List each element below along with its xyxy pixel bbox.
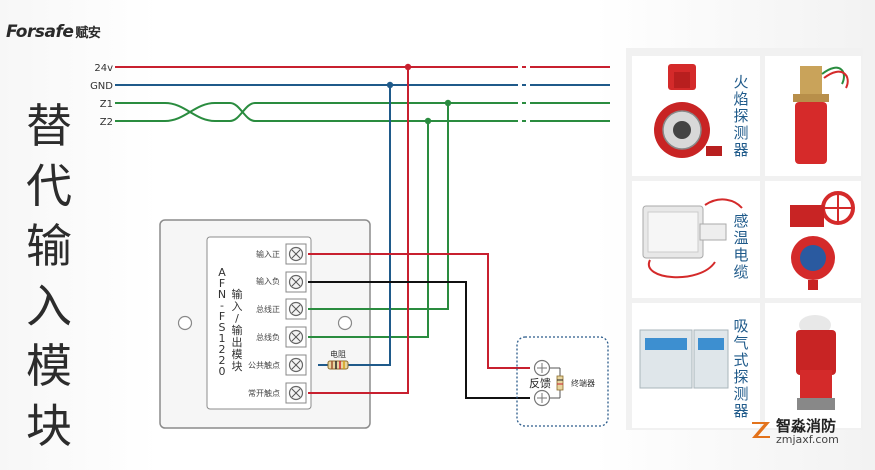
module-model-char: 2 [219,343,226,356]
bus-lines: 24v GND Z1 Z2 [90,63,610,128]
terminal-screw [285,326,307,348]
terminal-screw [285,354,307,376]
detector-valve-image [793,66,849,164]
io-module: A F N - F S 1 2 2 0 输 入 / 输 出 模 块 输入 [159,219,371,429]
title-char: 块 [26,399,72,453]
module-name-char: / [235,312,239,325]
product-panel: 火 焰 探 测 器 感 温 电 缆 吸 气 式 探 测 器 [626,48,863,430]
module-name-char: 入 [232,300,243,313]
terminal-screw [285,382,307,404]
wire-24v-normally-open [308,67,409,394]
module-model-char: 1 [219,332,226,345]
terminal-screw [285,271,307,293]
mounting-hole-right [337,315,353,331]
resistor-label: 电阻 [330,349,346,359]
aspirating-detector-image [639,329,729,389]
module-name-char: 输 [232,287,243,301]
product-label-char: 探 [733,107,748,125]
terminator-label: 终端器 [571,378,595,388]
bus-label-z2: Z2 [100,117,113,128]
terminal-label-input-negative: 输入负 [256,276,280,286]
module-model-char: F [219,277,225,290]
module-name-char: 块 [232,360,243,373]
product-label-char: 温 [733,229,748,247]
bus-label-z1: Z1 [100,99,113,110]
module-model-char: - [220,299,224,312]
bus-label-gnd: GND [90,81,113,92]
sprinkler-image [796,315,836,410]
product-label-char: 吸 [733,317,748,335]
title-char: 替 [26,99,72,153]
title-char: 模 [26,339,72,393]
module-model: A F N - F S 1 2 2 0 [218,266,226,378]
terminal-label-bus-positive: 总线正 [256,304,280,314]
product-label-heat-cable: 感 温 电 缆 [733,212,748,281]
page-title: 替 代 输 入 模 块 [14,96,84,456]
terminal-label-bus-negative: 总线负 [256,332,280,342]
wire-input-positive [308,253,530,369]
product-label-char: 探 [733,368,748,386]
module-model-char: F [219,310,225,323]
product-label-char: 焰 [733,90,748,108]
feedback-label: 反馈 [529,377,551,390]
product-label-flame-detector: 火 焰 探 测 器 [733,73,748,159]
product-label-char: 感 [733,212,748,230]
title-char: 输 [26,219,72,273]
module-name-char: 模 [232,348,243,361]
terminal-label-common: 公共触点 [248,360,280,370]
wire-bus-negative [308,121,429,338]
terminator-device: 反馈 终端器 [516,336,609,427]
terminal-labels: 输入正 输入负 总线正 总线负 公共触点 常开触点 [248,249,280,398]
watermark-url: zmjaxf.com [776,433,839,446]
product-label-char: 器 [733,141,748,159]
bus-line-z1 [115,102,610,122]
module-name-char: 输 [232,323,243,337]
product-label-char: 电 [733,246,748,264]
module-name-char: 出 [232,335,243,349]
bus-line-z2 [115,102,610,122]
brand-name: Forsafe [6,22,74,42]
terminal-block [285,243,307,404]
bus-label-24v: 24v [94,63,113,74]
product-label-char: 气 [733,334,748,352]
brand-name-cn: 赋安 [75,26,101,41]
terminal-screw [285,298,307,320]
module-model-char: 0 [219,365,226,378]
mounting-hole-left [177,315,193,331]
product-label-char: 式 [733,351,748,369]
module-model-char: A [218,266,226,279]
product-label-char: 缆 [733,263,748,281]
flame-detector-image [654,64,722,158]
module-model-char: 2 [219,354,226,367]
watermark-name: 智淼消防 [776,417,837,435]
product-label-char: 器 [733,402,748,420]
wire-bus-positive [308,103,449,310]
resistor: 电阻 [327,349,349,370]
module-wires [308,67,530,399]
module-name: 输 入 / 输 出 模 块 [232,287,243,373]
watermark-logo-icon [752,422,770,438]
terminal-label-input-positive: 输入正 [256,249,280,259]
title-char: 入 [26,279,72,333]
module-model-char: S [219,321,226,334]
butterfly-valve-image [790,191,855,290]
wire-input-negative [308,281,530,399]
bus-break-marks [518,65,530,123]
title-char: 代 [26,159,72,213]
terminal-screw [285,243,307,265]
terminator-resistor [556,375,564,391]
module-model-char: N [218,288,226,301]
product-label-char: 测 [733,124,748,142]
product-label-char: 火 [733,73,748,91]
terminal-label-normally-open: 常开触点 [248,388,280,398]
junction-dots [386,63,452,125]
wire-gnd-common [348,85,391,366]
product-label-aspirating-detector: 吸 气 式 探 测 器 [733,317,748,420]
heat-cable-image [642,198,743,279]
product-label-char: 测 [733,385,748,403]
